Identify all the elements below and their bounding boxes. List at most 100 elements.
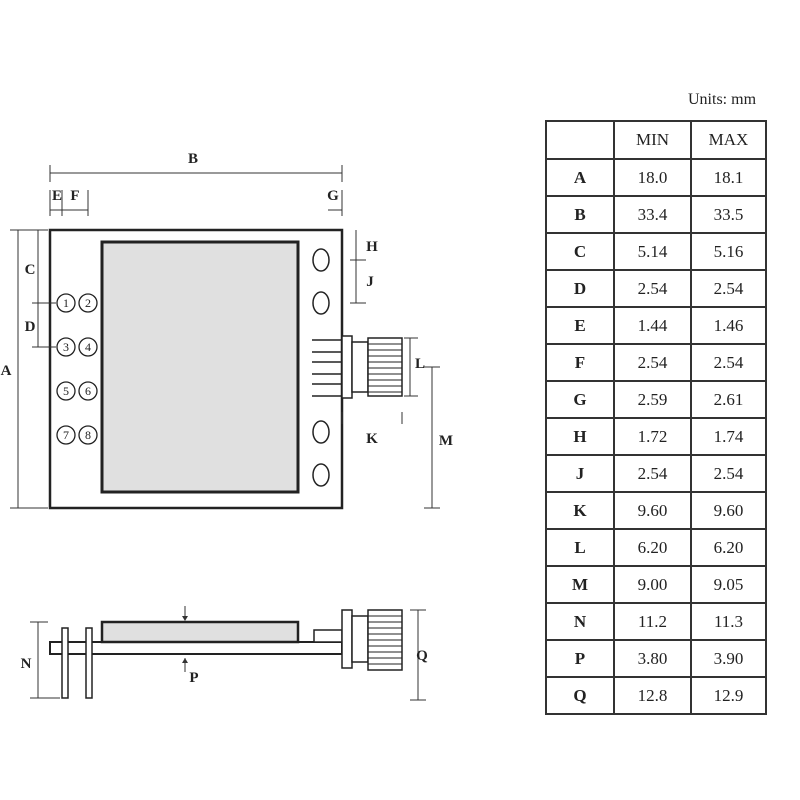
- dim-label-b: B: [188, 151, 198, 167]
- side-view: [49, 609, 403, 699]
- cell-max: 33.5: [690, 195, 767, 234]
- pin-number: 2: [85, 296, 91, 310]
- cell-label: B: [545, 195, 615, 234]
- pin-number: 3: [63, 340, 69, 354]
- side-pin: [85, 627, 93, 699]
- dim-label-g: G: [327, 188, 339, 204]
- dim-label-n: N: [21, 656, 32, 672]
- cell-min: 1.72: [613, 417, 692, 456]
- cell-max: 9.05: [690, 565, 767, 604]
- mounting-hole: [312, 463, 330, 487]
- sma-connector-top: [312, 335, 403, 399]
- cell-max: 5.16: [690, 232, 767, 271]
- top-view: [48, 228, 403, 510]
- cell-max: 1.74: [690, 417, 767, 456]
- side-pcb: [49, 641, 343, 655]
- cell-label: F: [545, 343, 615, 382]
- cell-max: 9.60: [690, 491, 767, 530]
- cell-min: 1.44: [613, 306, 692, 345]
- pin-8: [78, 425, 98, 445]
- cell-label: C: [545, 232, 615, 271]
- pin-6: [78, 381, 98, 401]
- cell-label: N: [545, 602, 615, 641]
- cell-min: 2.59: [613, 380, 692, 419]
- cell-max: 2.54: [690, 454, 767, 493]
- pin-number: 1: [63, 296, 69, 310]
- cell-min: 11.2: [613, 602, 692, 641]
- side-pin: [61, 627, 69, 699]
- cell-min: 18.0: [613, 158, 692, 197]
- dim-label-d: D: [25, 319, 36, 335]
- cell-max: 2.61: [690, 380, 767, 419]
- cell-label: G: [545, 380, 615, 419]
- pin-numbers: 1 2 3 4 5 6 7 8: [63, 296, 91, 442]
- cell-label: H: [545, 417, 615, 456]
- cell-label: Q: [545, 676, 615, 715]
- cell-max: 12.9: [690, 676, 767, 715]
- dim-label-k: K: [366, 431, 378, 447]
- module-dimension-drawing: 1 2 3 4 5 6 7 8: [1, 151, 453, 701]
- pin-grid: [56, 293, 98, 445]
- pin-number: 8: [85, 428, 91, 442]
- cell-max: 1.46: [690, 306, 767, 345]
- dim-label-c: C: [25, 262, 36, 278]
- dim-label-p: P: [189, 670, 198, 686]
- cell-min: 2.54: [613, 269, 692, 308]
- pin-3: [56, 337, 76, 357]
- dimension-lines: [10, 165, 440, 509]
- pin-7: [56, 425, 76, 445]
- cell-min: 5.14: [613, 232, 692, 271]
- sma-connector-side: [341, 609, 403, 671]
- mounting-hole: [312, 420, 330, 444]
- dim-label-j: J: [366, 274, 374, 290]
- column-header-max: MAX: [690, 120, 767, 160]
- pin-5: [56, 381, 76, 401]
- cell-max: 6.20: [690, 528, 767, 567]
- pin-1: [56, 293, 76, 313]
- pin-number: 7: [63, 428, 69, 442]
- pin-number: 4: [85, 340, 91, 354]
- dim-label-e: E: [52, 188, 62, 204]
- cell-min: 12.8: [613, 676, 692, 715]
- mounting-hole: [312, 291, 330, 315]
- dim-label-a: A: [1, 363, 12, 379]
- cell-min: 2.54: [613, 343, 692, 382]
- cell-label: D: [545, 269, 615, 308]
- cell-max: 2.54: [690, 343, 767, 382]
- cell-label: P: [545, 639, 615, 678]
- table-header-row: MIN MAX: [545, 120, 767, 160]
- dim-label-f: F: [70, 188, 79, 204]
- cell-max: 2.54: [690, 269, 767, 308]
- cell-label: M: [545, 565, 615, 604]
- cell-label: J: [545, 454, 615, 493]
- cell-label: L: [545, 528, 615, 567]
- dim-label-h: H: [366, 239, 378, 255]
- pin-4: [78, 337, 98, 357]
- cell-max: 11.3: [690, 602, 767, 641]
- cell-min: 6.20: [613, 528, 692, 567]
- mounting-hole: [312, 248, 330, 272]
- cell-min: 33.4: [613, 195, 692, 234]
- cell-min: 2.54: [613, 454, 692, 493]
- side-shield-can: [100, 620, 300, 644]
- dim-label-l: L: [415, 356, 425, 372]
- pin-2: [78, 293, 98, 313]
- pin-number: 5: [63, 384, 69, 398]
- pin-number: 6: [85, 384, 91, 398]
